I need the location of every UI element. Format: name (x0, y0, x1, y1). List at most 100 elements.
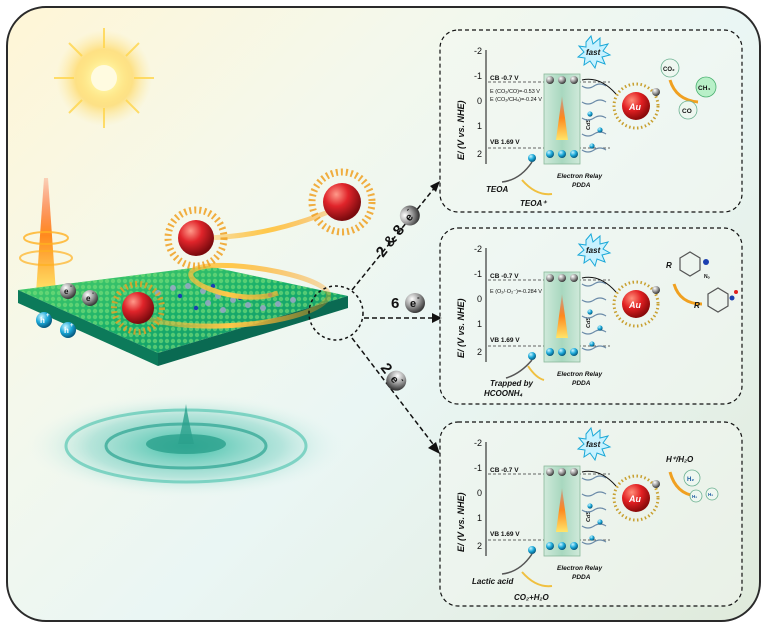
pdda-chain (581, 281, 607, 351)
electron-left-2: e - (82, 290, 98, 306)
ch4-product: CH₄ (695, 76, 717, 98)
donor-label: TEOA (486, 185, 508, 194)
pdda-label: PDDA (572, 574, 591, 581)
svg-text:fast: fast (586, 246, 601, 255)
tick-neg2: -2 (474, 46, 482, 56)
tick-neg1: -1 (474, 463, 482, 473)
tick-2: 2 (477, 149, 482, 159)
h2-product-3: H₂ (705, 487, 719, 501)
au-nanoparticle-top (308, 168, 376, 236)
h2-product-1: H₂ (683, 469, 701, 487)
nitroarene-molecule: R Nₒ (666, 251, 710, 280)
svg-text:+: + (70, 323, 74, 329)
cds-label: CdS (586, 317, 592, 328)
tick-neg2: -2 (474, 438, 482, 448)
au-nanoparticle-mid (164, 206, 228, 270)
svg-text:H₂: H₂ (708, 492, 713, 497)
donor-product-label: CO₂+H₂O (514, 593, 550, 602)
vb-level-label: VB 1.69 V (490, 139, 520, 146)
pdda-chain (581, 83, 607, 153)
panel-co2-reduction: -2 -1 0 1 2 E/ (V vs. NHE) CB -0.7 V E (… (439, 29, 743, 213)
svg-text:e: e (410, 298, 416, 310)
tick-neg1: -1 (474, 71, 482, 81)
tick-0: 0 (477, 488, 482, 498)
transfer-arrow (581, 470, 617, 487)
axis-title: E/ (V vs. NHE) (456, 298, 466, 358)
vb-level-label: VB 1.69 V (490, 337, 520, 344)
svg-text:-: - (398, 376, 407, 384)
svg-text:CH₄: CH₄ (698, 85, 711, 92)
svg-text:h: h (40, 316, 45, 325)
svg-text:Au: Au (628, 494, 641, 504)
aniline-molecule: R (694, 287, 738, 313)
donor-label: Lactic acid (472, 577, 514, 586)
ch4-level-label: E (CO₂/CH₄)=-0.24 V (490, 97, 542, 103)
svg-text:-: - (92, 291, 94, 297)
reaction-arrow (668, 79, 699, 104)
electron-left-1: e - (60, 283, 76, 299)
tick-2: 2 (477, 541, 482, 551)
au-particle: Au (612, 474, 660, 522)
cb-electrons (546, 468, 578, 476)
excitation-arrow (556, 488, 568, 532)
sun-icon (54, 28, 154, 128)
cds-label: CdS (586, 119, 592, 130)
vb-holes (546, 348, 578, 356)
hole-left-1: h + (36, 312, 52, 328)
light-beam (19, 178, 73, 293)
relay-label: Electron Relay (557, 371, 603, 378)
donor-product-label: TEOA⁺ (520, 199, 547, 208)
svg-text:6: 6 (391, 295, 399, 312)
tick-2: 2 (477, 347, 482, 357)
svg-text:e: e (86, 294, 91, 303)
co-level-label: E (CO₂/CO)=-0.53 V (490, 89, 540, 95)
svg-text:R: R (694, 301, 700, 310)
tick-1: 1 (477, 513, 482, 523)
hole-left-2: h + (60, 322, 76, 338)
arrow-bottom (351, 337, 440, 454)
water-ripple (26, 394, 346, 498)
tick-neg1: -1 (474, 269, 482, 279)
au-particle: Au (612, 280, 660, 328)
tick-0: 0 (477, 294, 482, 304)
pdda-label: PDDA (572, 182, 591, 189)
tick-0: 0 (477, 96, 482, 106)
svg-text:-: - (70, 284, 72, 290)
label-6-electrons: 6 e - (391, 293, 425, 313)
reaction-arrow (672, 283, 703, 306)
svg-text:R: R (666, 261, 672, 270)
svg-text:+: + (46, 313, 50, 319)
svg-text:Au: Au (628, 102, 641, 112)
arrow-mid (364, 313, 442, 323)
au-particle: Au (612, 82, 660, 130)
cb-level-label: CB -0.7 V (490, 273, 519, 280)
svg-text:-: - (403, 205, 412, 213)
svg-text:e: e (64, 287, 69, 296)
svg-text:fast: fast (586, 440, 601, 449)
svg-text:-: - (417, 293, 420, 302)
zoom-circle (308, 285, 364, 341)
vb-level-label: VB 1.69 V (490, 531, 520, 538)
cb-level-label: CB -0.7 V (490, 75, 519, 82)
excitation-arrow (556, 96, 568, 140)
proton-label: H⁺/H₂O (666, 455, 694, 464)
diagram-canvas: e - e - h + h + 2 & 8 e - 6 e (18, 28, 743, 607)
transfer-arrow (581, 78, 617, 95)
tick-neg2: -2 (474, 244, 482, 254)
vb-holes (546, 542, 578, 550)
cb-electrons (546, 274, 578, 282)
fast-burst-icon: fast (576, 34, 612, 70)
pdda-chain (581, 475, 607, 545)
co-product: CO (678, 100, 698, 120)
scavenger-label: HCOONH₄ (484, 389, 523, 398)
trapped-label: Trapped by (490, 379, 534, 388)
axis-title: E/ (V vs. NHE) (456, 492, 466, 552)
panel-nitro-reduction: -2 -1 0 1 2 E/ (V vs. NHE) CB -0.7 V E (… (439, 227, 743, 405)
svg-text:Nₒ: Nₒ (704, 274, 710, 280)
vb-holes (546, 150, 578, 158)
relay-label: Electron Relay (557, 565, 603, 572)
pdda-label: PDDA (572, 380, 591, 387)
diagram-frame: e - e - h + h + 2 & 8 e - 6 e (6, 6, 761, 622)
axis-title: E/ (V vs. NHE) (456, 100, 466, 160)
cb-level-label: CB -0.7 V (490, 467, 519, 474)
